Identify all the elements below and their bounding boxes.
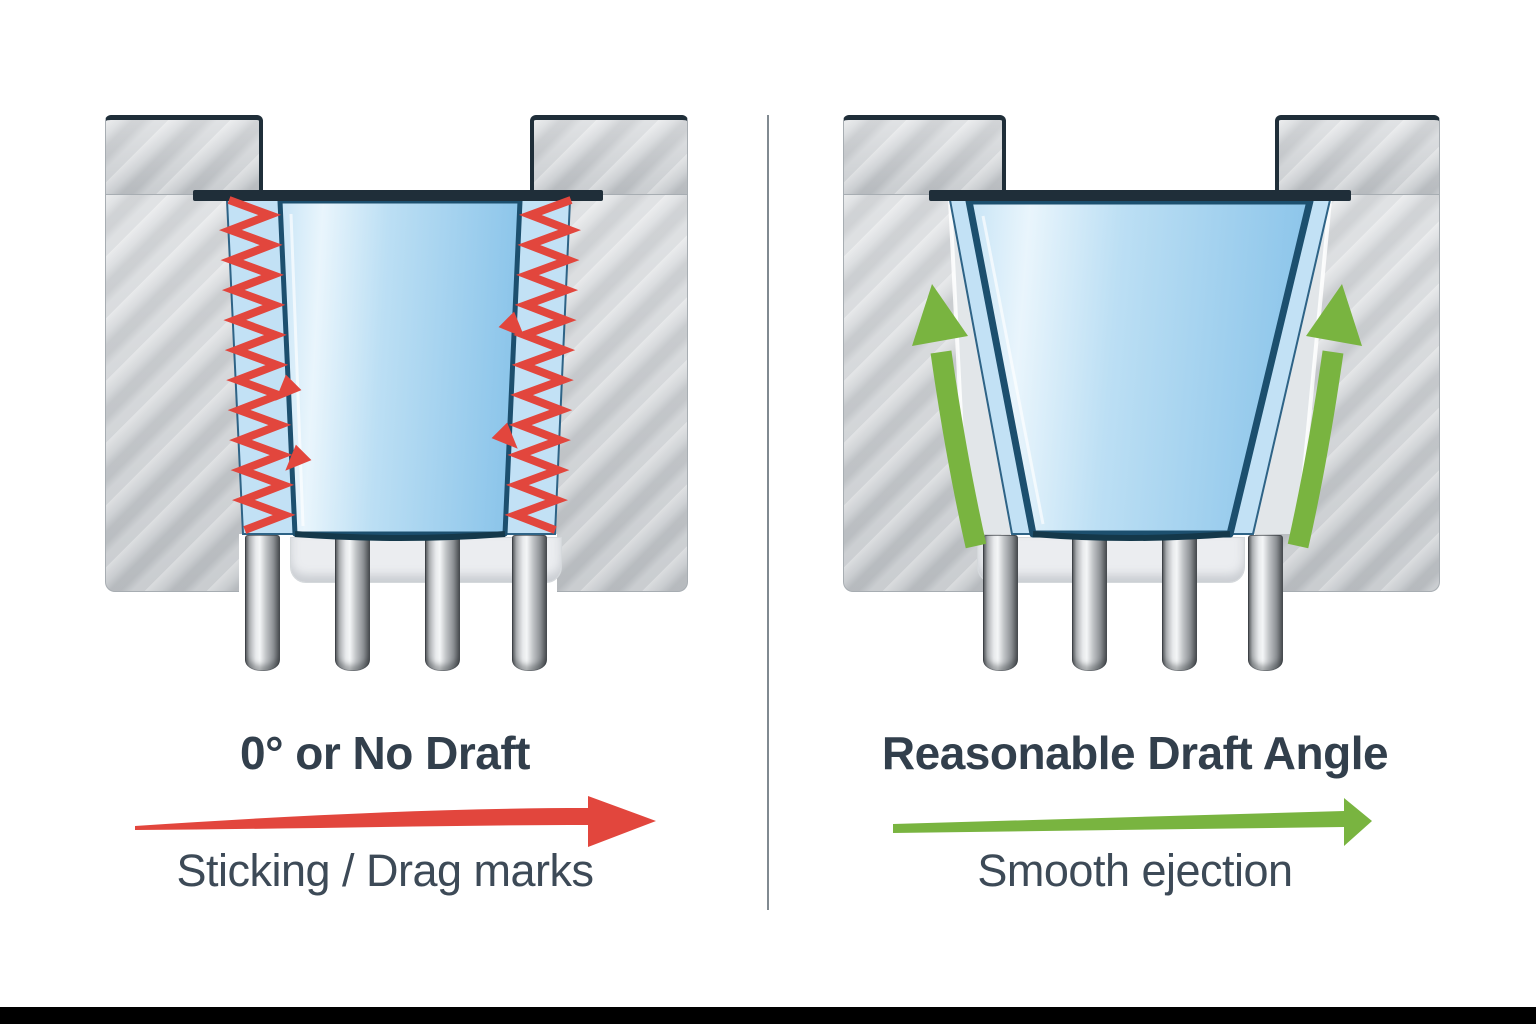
mold-block-top-left <box>105 115 263 195</box>
left-title: 0° or No Draft <box>240 727 530 779</box>
right-caption: Smooth ejection <box>977 845 1293 896</box>
ejector-pin <box>1072 535 1107 671</box>
mold-body-left <box>105 192 688 592</box>
ejector-pin <box>983 535 1018 671</box>
mold-block-top-right <box>1275 115 1440 195</box>
left-caption: Sticking / Drag marks <box>176 845 594 896</box>
right-title: Reasonable Draft Angle <box>881 727 1389 779</box>
ejector-pin <box>1248 535 1283 671</box>
ejector-pin <box>335 535 370 671</box>
smooth-ejection-arrow-icon <box>893 798 1372 846</box>
ejector-pin <box>245 535 280 671</box>
mold-body-right <box>843 192 1440 592</box>
mold-block-top-right <box>530 115 688 195</box>
ejector-pin <box>512 535 547 671</box>
ejector-pin <box>1162 535 1197 671</box>
mold-block-top-left <box>843 115 1006 195</box>
ejector-pin <box>425 535 460 671</box>
sticking-direction-arrow-icon <box>135 796 656 847</box>
bottom-bar <box>0 1007 1536 1024</box>
ejector-plate <box>977 537 1245 583</box>
panel-divider <box>767 115 769 910</box>
